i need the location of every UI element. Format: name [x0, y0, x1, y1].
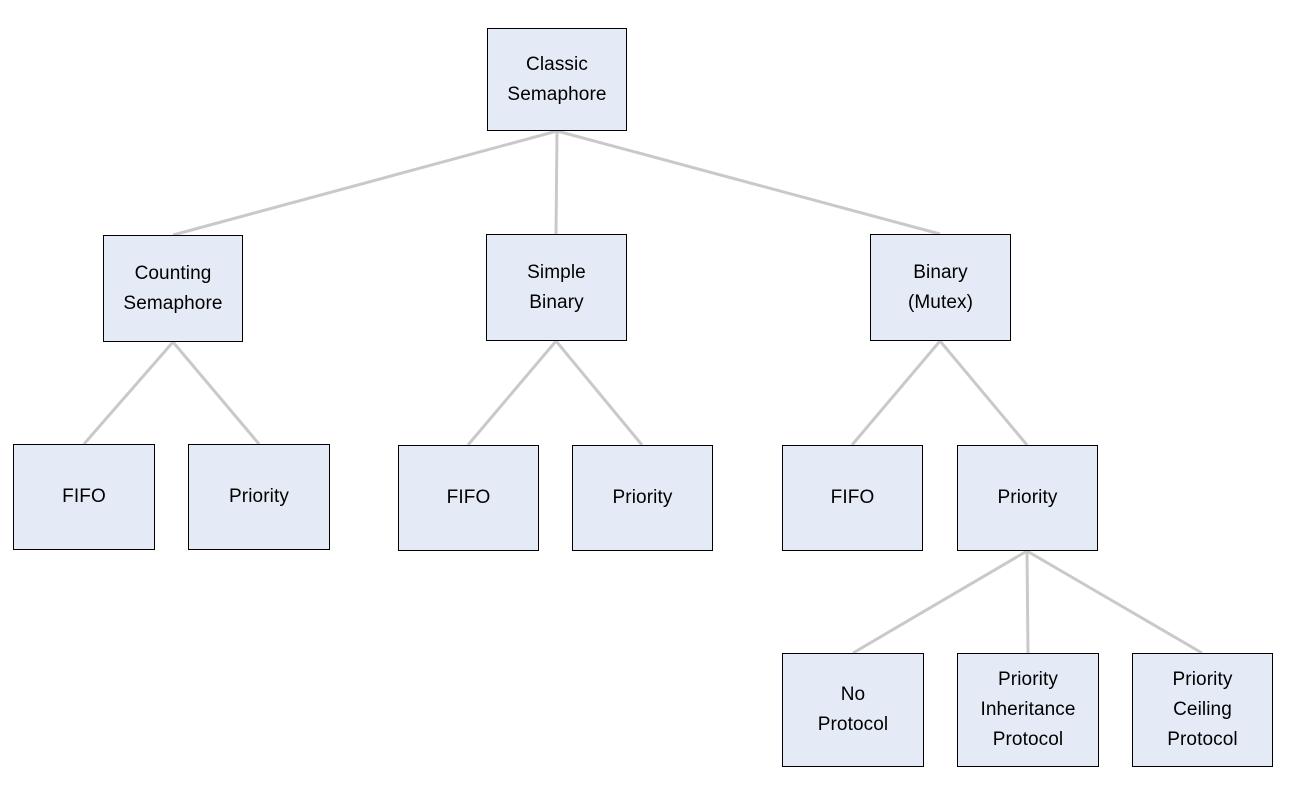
node-simple-binary-fifo[interactable]: FIFO — [398, 445, 539, 551]
connector-mutex-priority-to-no-protocol — [852, 549, 1028, 655]
connector-simple-binary-to-simple-binary-priority — [554, 340, 644, 446]
node-mutex-priority[interactable]: Priority — [957, 445, 1098, 551]
node-mutex-fifo[interactable]: FIFO — [782, 445, 923, 551]
node-simple-binary-priority[interactable]: Priority — [572, 445, 713, 551]
connector-mutex-priority-to-priority-ceiling-protocol — [1026, 549, 1203, 655]
node-label-simple-binary-fifo: FIFO — [446, 487, 491, 508]
node-counting-priority[interactable]: Priority — [188, 444, 330, 550]
connector-counting-semaphore-to-counting-priority — [171, 341, 261, 445]
node-label-counting-priority: Priority — [229, 486, 289, 507]
connector-classic-semaphore-to-counting-semaphore — [172, 129, 558, 237]
node-priority-ceiling-protocol[interactable]: Priority Ceiling Protocol — [1132, 653, 1273, 767]
node-label-priority-ceiling-protocol: Priority Ceiling Protocol — [1167, 669, 1238, 750]
node-counting-semaphore[interactable]: Counting Semaphore — [103, 235, 243, 342]
node-no-protocol[interactable]: No Protocol — [782, 653, 924, 767]
node-counting-fifo[interactable]: FIFO — [13, 444, 155, 550]
connector-binary-mutex-to-mutex-fifo — [850, 340, 942, 446]
node-label-no-protocol: No Protocol — [817, 684, 889, 735]
connector-simple-binary-to-simple-binary-fifo — [466, 340, 558, 446]
node-label-simple-binary: Simple Binary — [527, 261, 586, 313]
connector-mutex-priority-to-priority-inheritance-protocol — [1025, 550, 1030, 654]
node-label-simple-binary-priority: Priority — [612, 487, 673, 508]
connector-classic-semaphore-to-simple-binary — [554, 130, 559, 235]
connector-binary-mutex-to-mutex-priority — [938, 340, 1029, 446]
node-label-counting-fifo: FIFO — [62, 486, 106, 507]
node-label-mutex-priority: Priority — [997, 487, 1058, 508]
node-simple-binary[interactable]: Simple Binary — [486, 234, 627, 341]
node-label-binary-mutex: Binary (Mutex) — [907, 261, 974, 313]
connector-classic-semaphore-to-binary-mutex — [556, 129, 941, 236]
node-label-mutex-fifo: FIFO — [830, 487, 875, 508]
node-binary-mutex[interactable]: Binary (Mutex) — [870, 234, 1011, 341]
connector-counting-semaphore-to-counting-fifo — [82, 341, 175, 445]
node-label-counting-semaphore: Counting Semaphore — [123, 262, 223, 314]
node-classic-semaphore[interactable]: Classic Semaphore — [487, 28, 627, 131]
node-label-priority-inheritance-protocol: Priority Inheritance Protocol — [980, 669, 1076, 750]
node-label-classic-semaphore: Classic Semaphore — [507, 53, 607, 105]
node-priority-inheritance-protocol[interactable]: Priority Inheritance Protocol — [957, 653, 1099, 767]
